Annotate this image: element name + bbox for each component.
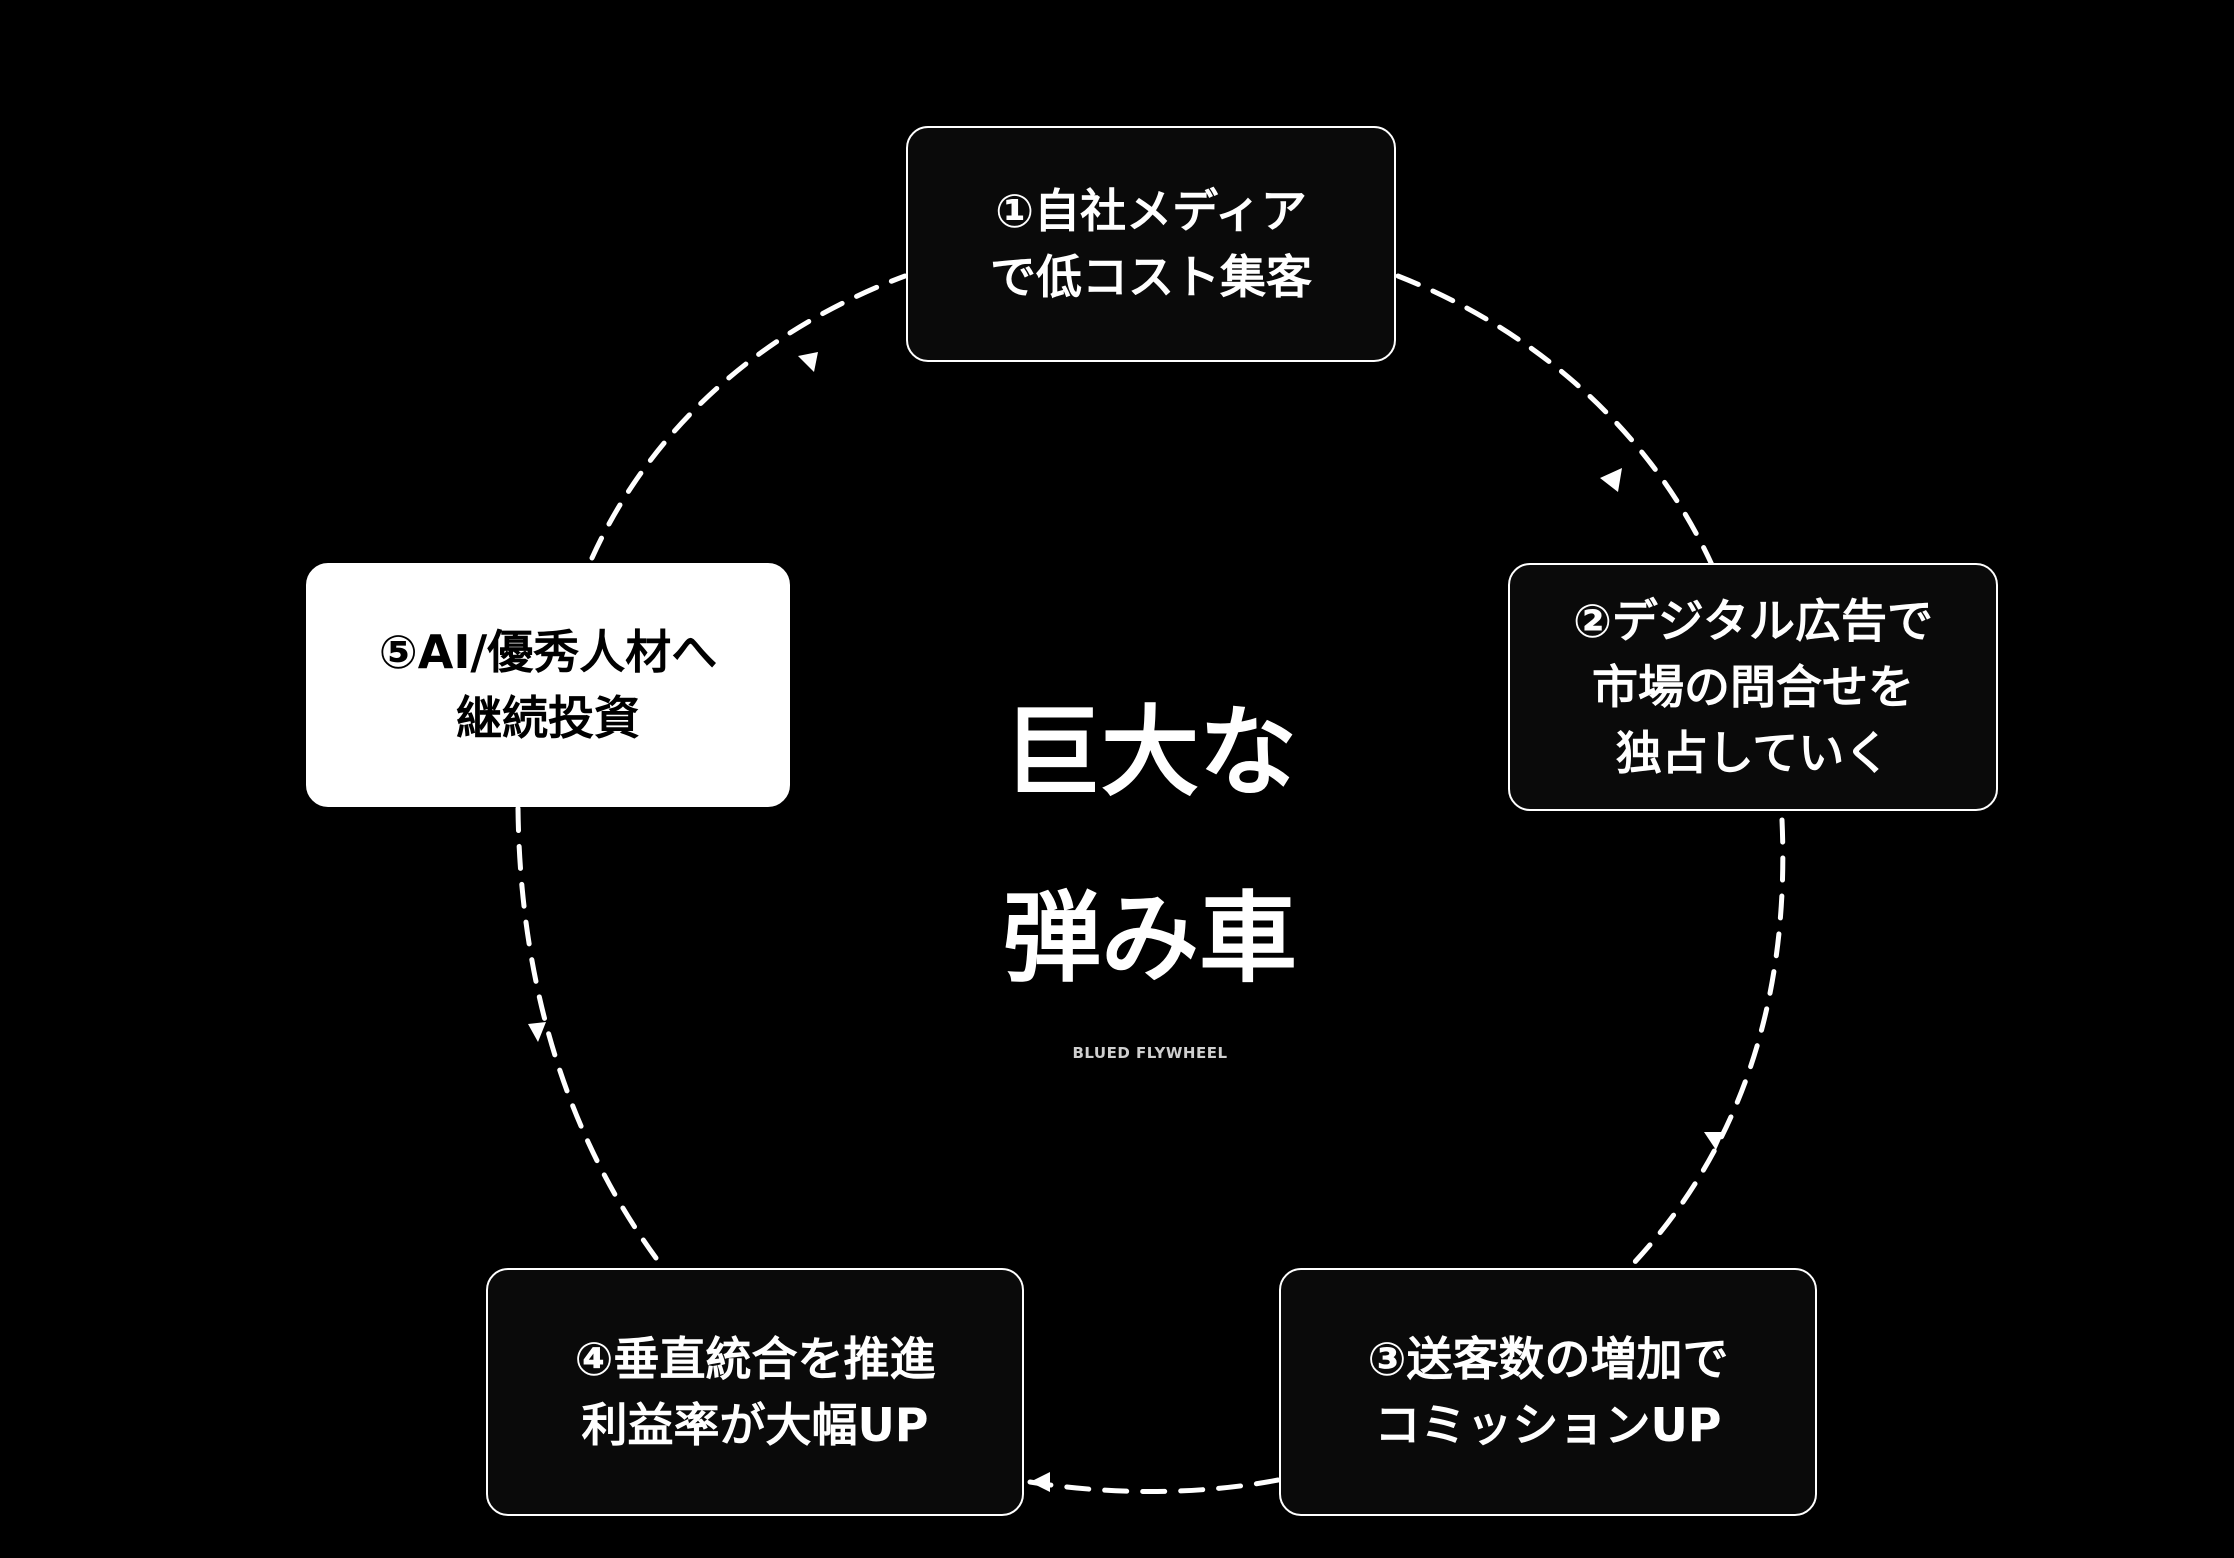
arc-step2-to-step3 <box>1629 817 1786 1268</box>
step-5-box: ⑤AI/優秀人材へ 継続投資 <box>306 563 790 807</box>
arrowhead-step5-to-step1 <box>798 352 818 372</box>
step-3-label: ③送客数の増加で コミッションUP <box>1367 1332 1729 1452</box>
step-1-label: ①自社メディア で低コスト集客 <box>990 184 1312 304</box>
step-3-box: ③送客数の増加で コミッションUP <box>1279 1268 1817 1516</box>
arrowhead-step1-to-step2 <box>1600 468 1622 492</box>
step-4-box: ④垂直統合を推進 利益率が大幅UP <box>486 1268 1024 1516</box>
arrowhead-step3-to-step4 <box>1030 1472 1050 1492</box>
arc-step4-to-step5 <box>515 805 659 1261</box>
step-2-label: ②デジタル広告で 市場の問合せを 独占していく <box>1572 594 1934 780</box>
arrowhead-step4-to-step5 <box>528 1022 546 1042</box>
step-2-box: ②デジタル広告で 市場の問合せを 独占していく <box>1508 563 1998 811</box>
step-1-box: ①自社メディア で低コスト集客 <box>906 126 1396 362</box>
arrowhead-step2-to-step3 <box>1704 1132 1724 1150</box>
step-4-label: ④垂直統合を推進 利益率が大幅UP <box>574 1332 936 1452</box>
arc-step5-to-step1 <box>589 273 908 561</box>
center-title: 巨大な 弾み車 <box>1002 696 1297 996</box>
arc-step1-to-step2 <box>1395 273 1715 568</box>
center-subtitle: BLUED FLYWHEEL <box>1072 1044 1228 1062</box>
step-5-label: ⑤AI/優秀人材へ 継続投資 <box>378 625 718 745</box>
arc-step3-to-step4 <box>1027 1477 1281 1494</box>
